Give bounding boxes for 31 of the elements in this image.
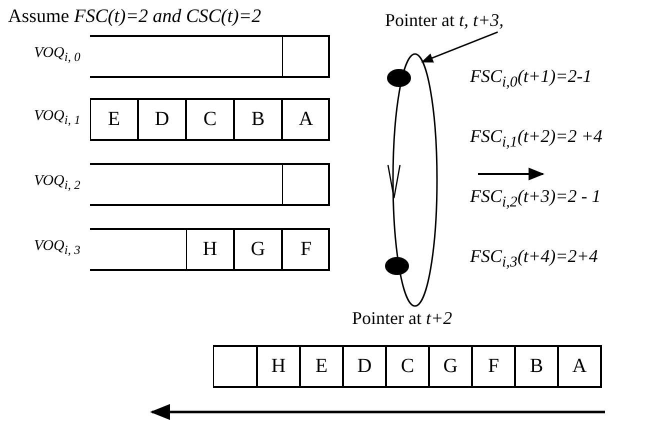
equation-text: FSC$_{i,3}$(t+4)=2+4 <box>470 246 598 272</box>
equation-text: FSC$_{i,0}$(t+1)=2-1 <box>470 66 592 92</box>
packet-cell: E <box>90 98 138 141</box>
queue-label: VOQ$_{i, 3}$ <box>34 238 80 258</box>
packet-cell: C <box>186 98 234 141</box>
equation-text: FSC$_{i,1}$(t+2)=2 +4 <box>470 126 602 152</box>
queue-bar <box>90 35 330 78</box>
queue-bar <box>90 228 330 271</box>
queue-label: VOQ$_{i, 2}$ <box>34 173 80 193</box>
packet-cell: D <box>342 345 387 388</box>
leader-line <box>421 31 498 63</box>
packet-cell: H <box>186 228 234 271</box>
queue-label: VOQ$_{i, 1}$ <box>34 108 80 128</box>
heading: Assume FSC(t)=2 and CSC(t)=2 <box>8 6 262 28</box>
packet-cell: B <box>514 345 559 388</box>
packet-cell: H <box>256 345 301 388</box>
packet-cell: B <box>234 98 282 141</box>
queue-bar <box>90 98 330 141</box>
packet-cell: D <box>138 98 186 141</box>
equation-text: FSC$_{i,2}$(t+3)=2 - 1 <box>470 186 601 212</box>
packet-cell: F <box>471 345 516 388</box>
queue-label: VOQ$_{i, 0}$ <box>34 45 80 65</box>
packet-cell: C <box>385 345 430 388</box>
packet-cell: G <box>234 228 282 271</box>
queue-bar <box>213 345 602 388</box>
pointer-label: Pointer at t+2 <box>352 308 452 329</box>
pointer-label: Pointer at t, t+3, <box>385 10 504 31</box>
queue-cell <box>213 345 258 388</box>
queue-bar <box>90 163 330 206</box>
packet-cell: G <box>428 345 473 388</box>
packet-cell: E <box>299 345 344 388</box>
